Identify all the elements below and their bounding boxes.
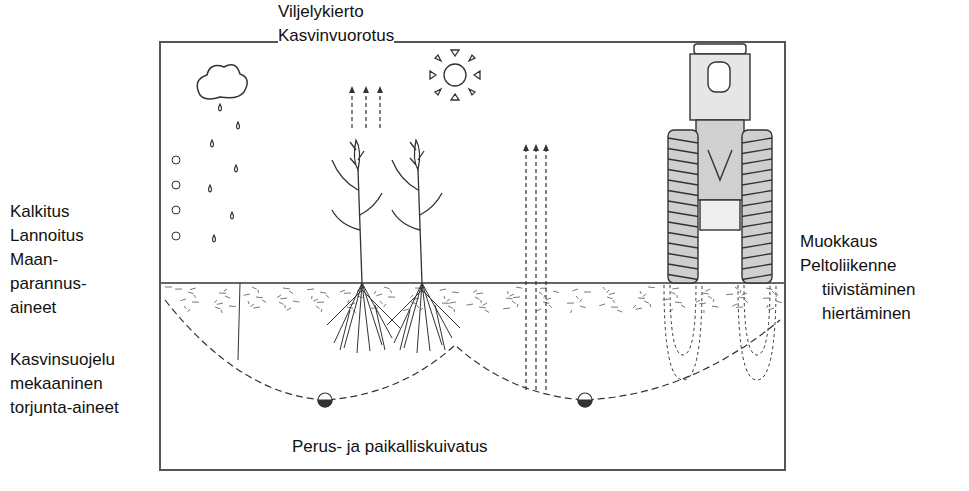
side-label: Kasvinvuorotus [278,24,394,48]
side-label: Viljelykierto [278,0,364,24]
side-label: Muokkaus [800,230,877,254]
label-text: Viljelykierto [278,2,364,21]
label-text: hiertäminen [822,304,911,323]
label-text: Maan- parannus- aineet [10,250,87,317]
plant-roots [238,283,460,360]
tractor [668,44,772,283]
label-text: torjunta-aineet [10,398,119,417]
frame [160,42,785,470]
side-label: Lannoitus [10,224,84,248]
drainage-flow [165,300,780,400]
cereal-plants [332,140,442,283]
side-label: Kasvinsuojelu [10,348,115,372]
label-text: Muokkaus [800,232,877,251]
side-label: Kalkitus [10,200,70,224]
lime-particles [172,156,180,240]
label-text: Kalkitus [10,202,70,221]
side-label: tiivistäminen [822,278,916,302]
side-label: hiertäminen [822,302,911,326]
side-label: Peltoliikenne [800,254,896,278]
label-text: Peltoliikenne [800,256,896,275]
label-text: tiivistäminen [822,280,916,299]
side-label: mekaaninen [10,372,103,396]
label-text: Perus- ja paikalliskuivatus [292,437,488,456]
cloud [197,65,247,99]
side-label: Maan- parannus- aineet [10,248,102,320]
drain-pipes [318,393,592,407]
label-text: Kasvinsuojelu [10,350,115,369]
arrow-heads [349,86,549,151]
sun [430,50,480,100]
raindrops [209,104,240,242]
side-label: Perus- ja paikalliskuivatus [292,435,488,459]
label-text: Kasvinvuorotus [278,26,394,45]
label-text: Lannoitus [10,226,84,245]
compaction-zones [664,285,776,380]
evaporation-arrows [352,92,546,390]
tire-tread [668,138,772,280]
side-label: torjunta-aineet [10,396,119,420]
label-text: mekaaninen [10,374,103,393]
soil-texture [165,287,782,313]
